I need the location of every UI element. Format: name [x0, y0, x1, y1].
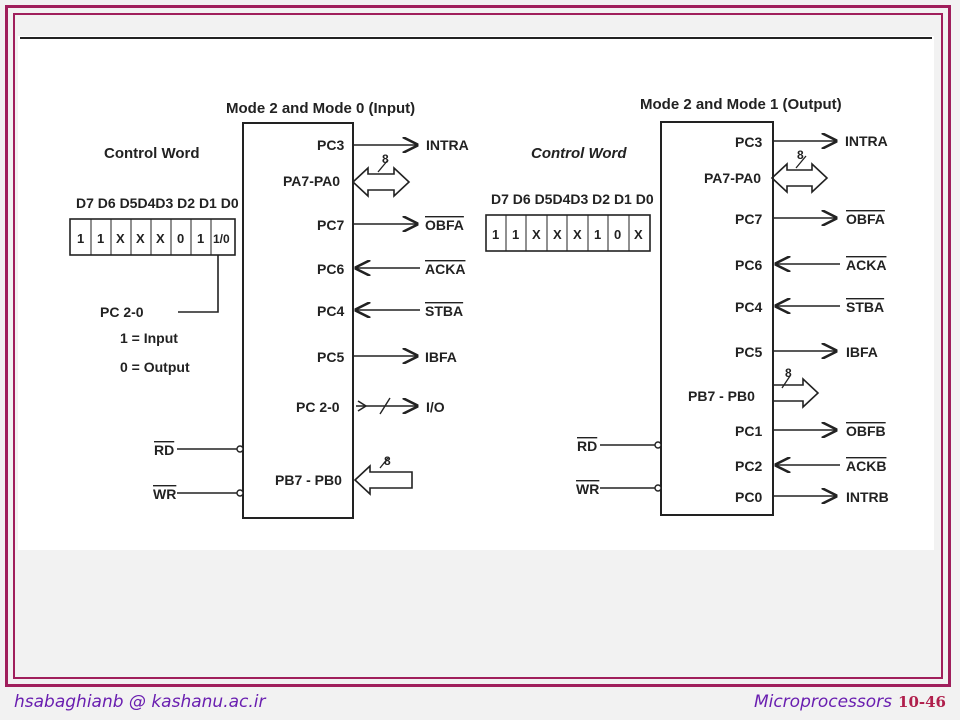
right-bit-d2: 1 [594, 227, 601, 242]
right-pin-pc5: PC5 [735, 344, 762, 360]
footer-course-page: Microprocessors 10-46 [754, 692, 946, 712]
right-bit-cells: 1 1 X X X 1 0 X [492, 215, 643, 251]
left-bit-cells: 1 1 X X X 0 1 1/0 [77, 219, 230, 255]
left-pa-width: 8 [382, 152, 389, 166]
right-bits-header: D7 D6 D5D4D3 D2 D1 D0 [491, 191, 654, 207]
footer-email: hsabaghianb @ kashanu.ac.ir [14, 692, 266, 712]
right-pin-pb: PB7 - PB0 [688, 388, 755, 404]
left-rd-label: RD [154, 442, 174, 458]
right-pin-pa: PA7-PA0 [704, 170, 761, 186]
right-signal-obfa: OBFA [846, 211, 885, 227]
right-bit-d3: X [573, 227, 582, 242]
right-pin-pc6: PC6 [735, 257, 762, 273]
right-pb-output-arrow [772, 377, 820, 409]
left-pin-pc6: PC6 [317, 261, 344, 277]
left-control-word-label: Control Word [104, 145, 200, 162]
right-bit-d1: 0 [614, 227, 621, 242]
right-pin-pc7: PC7 [735, 211, 762, 227]
right-rd-label: RD [577, 438, 597, 454]
left-bits-header: D7 D6 D5D4D3 D2 D1 D0 [76, 195, 239, 211]
left-signal-ibfa: IBFA [425, 349, 457, 365]
left-bit-d6: 1 [97, 231, 104, 246]
right-title: Mode 2 and Mode 1 (Output) [640, 96, 842, 113]
right-bit-d4: X [553, 227, 562, 242]
right-signal-acka: ACKA [846, 257, 886, 273]
left-bit-d3: X [156, 231, 165, 246]
left-pb-input-arrow [353, 464, 413, 496]
left-bits-box [69, 218, 236, 256]
left-pin-pc5: PC5 [317, 349, 344, 365]
left-title: Mode 2 and Mode 0 (Input) [226, 100, 415, 117]
right-signal-intra: INTRA [845, 133, 888, 149]
left-bit-d5: X [116, 231, 125, 246]
right-bit-d6: 1 [512, 227, 519, 242]
right-pin-pc3: PC3 [735, 134, 762, 150]
left-signal-io: I/O [426, 399, 445, 415]
right-chip-box [660, 121, 774, 516]
right-pa-bidir-arrow [770, 155, 829, 194]
left-pin-pc3: PC3 [317, 137, 344, 153]
left-pc-note-output: 0 = Output [120, 359, 190, 375]
left-pin-pa: PA7-PA0 [283, 173, 340, 189]
slide-outer-border [5, 5, 951, 687]
left-signal-obfa: OBFA [425, 217, 464, 233]
left-bit-d7: 1 [77, 231, 84, 246]
left-pin-pc7: PC7 [317, 217, 344, 233]
right-signal-stba: STBA [846, 299, 884, 315]
left-pc-note-input: 1 = Input [120, 330, 178, 346]
right-bits-box [485, 214, 651, 252]
left-pc-note-leader [178, 255, 219, 313]
left-signal-acka: ACKA [425, 261, 465, 277]
footer-page-number: 10-46 [898, 693, 946, 711]
right-signal-ibfa: IBFA [846, 344, 878, 360]
left-bit-d4: X [136, 231, 145, 246]
right-wr-label: WR [576, 481, 599, 497]
right-pin-pc1: PC1 [735, 423, 762, 439]
left-pa-bidir-arrow [351, 159, 411, 198]
right-bit-d0: X [634, 227, 643, 242]
left-wr-label: WR [153, 486, 176, 502]
right-pin-pc0: PC0 [735, 489, 762, 505]
right-signal-intrb: INTRB [846, 489, 889, 505]
left-pin-pb: PB7 - PB0 [275, 472, 342, 488]
left-chip-box [242, 122, 354, 519]
left-pb-width: 8 [384, 454, 391, 468]
left-pc-note-title: PC 2-0 [100, 304, 144, 320]
right-pin-pc4: PC4 [735, 299, 762, 315]
right-pin-pc2: PC2 [735, 458, 762, 474]
left-bit-d1: 1 [197, 231, 204, 246]
right-signal-obfb: OBFB [846, 423, 886, 439]
right-bit-d7: 1 [492, 227, 499, 242]
right-control-word-label: Control Word [531, 145, 627, 162]
slide-inner-border [13, 13, 943, 679]
right-pb-width: 8 [785, 366, 792, 380]
right-signal-ackb: ACKB [846, 458, 886, 474]
left-bit-d0: 1/0 [213, 232, 230, 246]
left-bit-d2: 0 [177, 231, 184, 246]
left-pin-pc20: PC 2-0 [296, 399, 340, 415]
left-signal-stba: STBA [425, 303, 463, 319]
right-pa-width: 8 [797, 148, 804, 162]
left-pin-pc4: PC4 [317, 303, 344, 319]
footer-course: Microprocessors [753, 692, 893, 712]
right-bit-d5: X [532, 227, 541, 242]
left-signal-intra: INTRA [426, 137, 469, 153]
